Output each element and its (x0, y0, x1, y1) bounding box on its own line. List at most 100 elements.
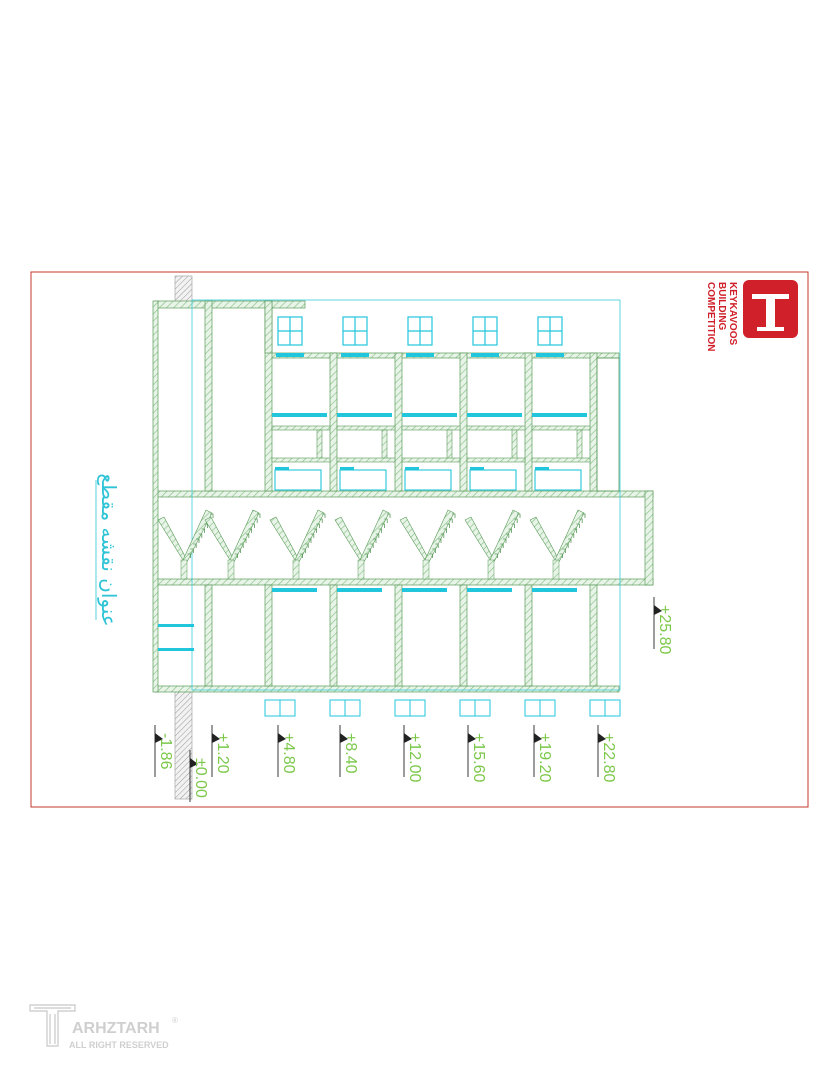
level-marker: +1.20 (211, 725, 231, 777)
level-marker: +19.20 (533, 725, 553, 782)
level-label: +1.20 (214, 733, 231, 774)
floor-slab (271, 457, 331, 463)
lower-balcony (272, 588, 317, 592)
level-marker: +12.00 (403, 725, 423, 782)
level-marker: -1.86 (154, 725, 174, 777)
level-marker: +22.80 (597, 725, 617, 782)
wall-lower (524, 584, 533, 687)
cabinet-top (535, 467, 549, 470)
competition-logo: KEYKAVOOS BUILDING COMPETITION (705, 280, 798, 351)
watermark-tagline: ALL RIGHT RESERVED (69, 1040, 169, 1050)
level-markers: -1.86 ±0.00 +1.20 +4.80 +8.40 +12.00 +15.60 +19… (154, 597, 673, 802)
watermark-registered-symbol: ® (172, 1016, 178, 1025)
partition (511, 429, 518, 461)
partition (446, 429, 453, 461)
ground-hatch (174, 275, 193, 800)
level-label: +12.00 (406, 733, 423, 782)
level-marker: +15.60 (467, 725, 487, 782)
cabinet (274, 469, 322, 491)
watermark-brand: ARHZTARH (72, 1020, 160, 1037)
lower-balcony (402, 588, 447, 592)
floor-slab (401, 457, 461, 463)
floor-slab (531, 425, 591, 431)
floor-slab (466, 457, 526, 463)
wall-upper (524, 352, 533, 492)
lower-balcony (467, 588, 512, 592)
partition (316, 429, 323, 461)
logo-line-3: COMPETITION (705, 282, 716, 351)
level-label: ±0.00 (192, 758, 209, 798)
cabinet-top (275, 467, 289, 470)
level-arrow-icon (190, 758, 198, 768)
lower-balcony (337, 588, 382, 592)
level-arrow-icon (212, 733, 220, 743)
level-marker: +4.80 (277, 725, 297, 777)
level-arrow-icon (340, 733, 348, 743)
lower-rail (158, 648, 194, 651)
level-arrow-icon (534, 733, 542, 743)
window-top (471, 316, 499, 357)
wall-upper (394, 352, 403, 492)
lower-rail (158, 624, 194, 627)
balcony-slab (272, 413, 327, 417)
wall-lower (204, 584, 213, 687)
level-label: +8.40 (342, 733, 359, 774)
wall-lower (394, 584, 403, 687)
level-label: +22.80 (600, 733, 617, 782)
balcony-slab (337, 413, 392, 417)
t-watermark-icon (29, 1004, 76, 1047)
tarhztarh-watermark: ARHZTARH ALL RIGHT RESERVED ® (29, 1004, 178, 1050)
level-marker: ±0.00 (189, 750, 209, 802)
level-label: -1.86 (157, 733, 174, 770)
window-top (536, 316, 564, 357)
wall-upper (459, 352, 468, 492)
logo-line-2: BUILDING (716, 282, 727, 331)
wall-upper (329, 352, 338, 492)
stair-flight (334, 509, 391, 580)
wall-upper (264, 300, 273, 354)
level-arrow-icon (468, 733, 476, 743)
floor-slab (531, 457, 591, 463)
window-top (406, 316, 434, 357)
floor-slab (271, 425, 331, 431)
level-label: +15.60 (470, 733, 487, 782)
wall-lower (459, 584, 468, 687)
floor-slab (336, 425, 396, 431)
wall-upper (204, 300, 213, 492)
stair-flight (464, 509, 521, 580)
wall-lower (589, 584, 598, 687)
building-section (152, 299, 654, 717)
cabinet (404, 469, 452, 491)
level-arrow-icon (404, 733, 412, 743)
level-marker: +25.80 (653, 597, 673, 654)
cabinet (339, 469, 387, 491)
cabinet-top (405, 467, 419, 470)
level-arrow-icon (654, 605, 662, 615)
window-top (341, 316, 369, 357)
cabinet (534, 469, 582, 491)
partition (576, 429, 583, 461)
wall-upper (589, 352, 598, 492)
cabinet-top (340, 467, 354, 470)
stair-flight (157, 509, 214, 580)
window-top (276, 316, 304, 357)
drawing-title: عنوان نقشه مقطع (97, 473, 121, 626)
partition (381, 429, 388, 461)
stair-flight (529, 509, 586, 580)
sheet-border (30, 271, 809, 808)
level-label: +19.20 (536, 733, 553, 782)
floor-slab (336, 457, 396, 463)
stair-flight (269, 509, 326, 580)
cabinet-top (470, 467, 484, 470)
end-bay (596, 357, 620, 492)
stair-flight (399, 509, 456, 580)
level-label: +4.80 (280, 733, 297, 774)
level-arrow-icon (155, 733, 163, 743)
level-marker: +8.40 (339, 725, 359, 777)
wall-lower (329, 584, 338, 687)
level-arrow-icon (598, 733, 606, 743)
level-arrow-icon (278, 733, 286, 743)
level-label: +25.80 (656, 605, 673, 654)
floor-slab (466, 425, 526, 431)
